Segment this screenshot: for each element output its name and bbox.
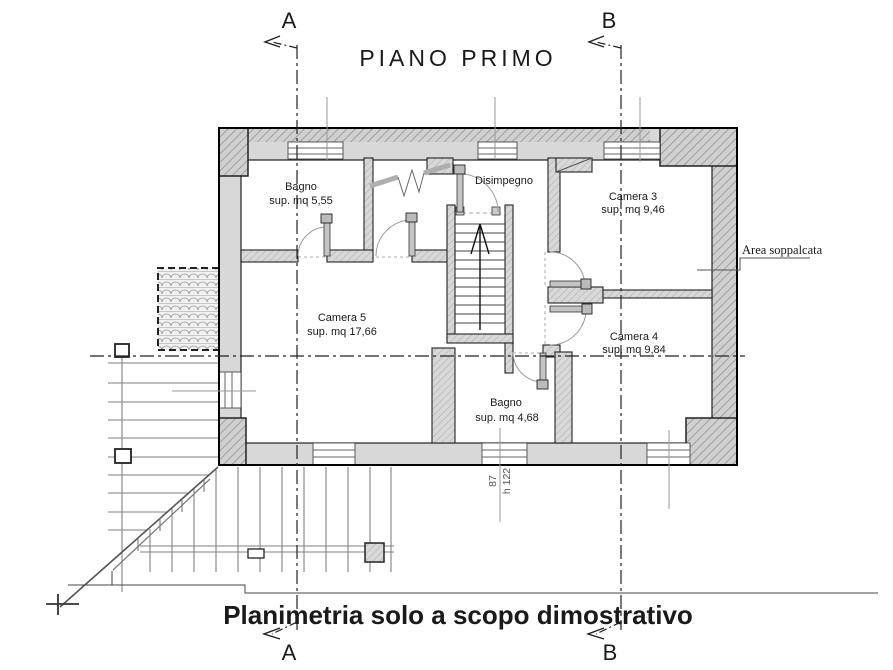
- section-arrow-b-bottom: [585, 621, 622, 640]
- external-stair: [46, 466, 878, 615]
- room-area-bagno1: sup. mq 5,55: [269, 195, 333, 207]
- room-area-camera4: sup. mq 9,84: [602, 344, 666, 356]
- building-outline: [218, 127, 738, 466]
- window-bottom-1: [312, 442, 356, 466]
- door-disimpegno-camera5: [375, 212, 418, 258]
- door-bagno2: [512, 351, 549, 390]
- area-soppalcata-leader: [697, 257, 810, 271]
- room-labels: Bagno sup. mq 5,55 Disimpegno Camera 3 s…: [269, 175, 666, 424]
- window-bottom-2: [481, 442, 528, 466]
- break-wall-zigzag: [369, 162, 451, 198]
- dimension-lines: [172, 97, 670, 522]
- section-arrow-a-top: [262, 35, 298, 49]
- section-letter-a-top: A: [282, 8, 297, 33]
- area-soppalcata-callout: Area soppalcata: [697, 243, 823, 271]
- window-left: [218, 371, 242, 409]
- building-interior: [240, 158, 714, 448]
- section-arrow-a-bottom: [261, 621, 298, 640]
- page-title: PIANO PRIMO: [359, 45, 556, 71]
- dimension-width-label: 87: [487, 475, 499, 487]
- window-top-1: [287, 141, 344, 160]
- balcony-posts: [114, 343, 385, 563]
- stair-direction-arrow: [470, 223, 490, 330]
- section-lines: [90, 35, 745, 640]
- room-label-camera4: Camera 4: [610, 331, 658, 343]
- flue-diagonal: [555, 157, 593, 173]
- room-area-bagno2: sup. mq 4,68: [475, 412, 539, 424]
- room-area-camera5: sup. mq 17,66: [307, 326, 377, 338]
- window-top-2: [477, 141, 518, 160]
- area-soppalcata-label: Area soppalcata: [742, 243, 823, 257]
- room-area-camera3: sup. mq 9,46: [601, 204, 665, 216]
- roof-tiles-patch: [157, 267, 220, 351]
- window-top-3: [603, 141, 661, 160]
- room-label-bagno1: Bagno: [285, 181, 317, 193]
- room-label-disimpegno: Disimpegno: [475, 175, 533, 187]
- room-label-camera3: Camera 3: [609, 191, 657, 203]
- section-letter-b-bottom: B: [603, 640, 618, 665]
- footer-disclaimer: Planimetria solo a scopo dimostrativo: [223, 600, 693, 630]
- room-label-camera5: Camera 5: [318, 312, 366, 324]
- internal-staircase: [455, 223, 505, 330]
- dimension-height-label: h 122: [501, 468, 513, 494]
- doors: [297, 164, 593, 390]
- section-letter-a-bottom: A: [282, 640, 297, 665]
- door-camera3: [544, 251, 592, 290]
- section-letter-b-top: B: [602, 8, 617, 33]
- door-bagno1: [297, 213, 333, 258]
- door-stairs: [453, 164, 505, 216]
- door-camera4: [544, 303, 593, 346]
- room-label-bagno2: Bagno: [490, 397, 522, 409]
- section-arrow-b-top: [586, 35, 622, 49]
